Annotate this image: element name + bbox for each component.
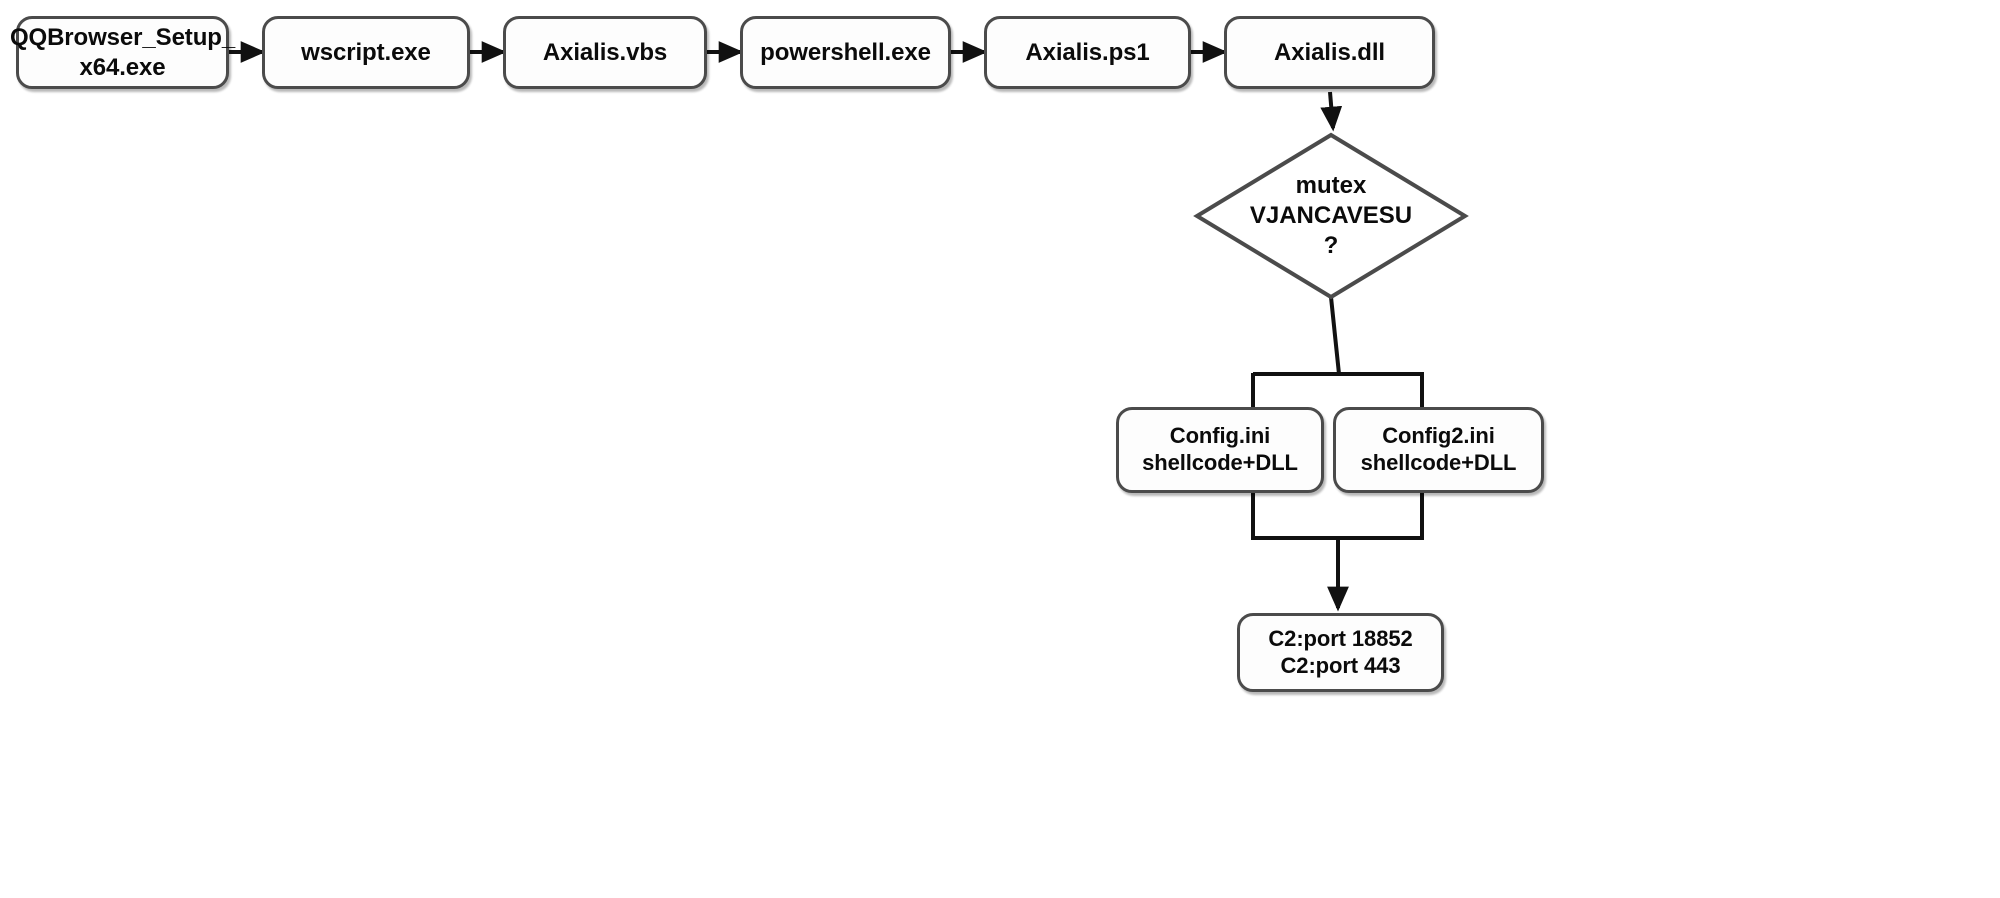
node-c2-ports[interactable]: C2:port 18852 C2:port 443 (1237, 613, 1444, 692)
node-axialis-vbs[interactable]: Axialis.vbs (503, 16, 707, 89)
node-label: wscript.exe (301, 38, 431, 66)
node-powershell-exe[interactable]: powershell.exe (740, 16, 951, 89)
node-axialis-dll[interactable]: Axialis.dll (1224, 16, 1435, 89)
node-label: Axialis.dll (1274, 38, 1385, 66)
node-config-ini[interactable]: Config.ini shellcode+DLL (1116, 407, 1324, 493)
node-label: Config.ini shellcode+DLL (1142, 423, 1298, 475)
node-label: powershell.exe (760, 38, 931, 66)
node-label: mutex VJANCAVESU ? (1249, 172, 1413, 259)
node-label: Axialis.vbs (542, 38, 668, 66)
node-label: Axialis.ps1 (1025, 38, 1150, 66)
node-label: C2:port 18852 C2:port 443 (1268, 625, 1413, 678)
edge-d1-split (1329, 296, 1341, 375)
node-qqbrowser-setup[interactable]: QQBrowser_Setup_ x64.exe (10, 16, 235, 89)
node-wscript-exe[interactable]: wscript.exe (262, 16, 470, 89)
node-config2-ini[interactable]: Config2.ini shellcode+DLL (1333, 407, 1544, 493)
node-mutex-decision[interactable]: mutex VJANCAVESU ? (1221, 168, 1441, 264)
edge-n6-d1 (1320, 91, 1343, 132)
node-label: Config2.ini shellcode+DLL (1360, 423, 1517, 475)
node-label: QQBrowser_Setup_ x64.exe (9, 24, 236, 81)
decision-diamond-shape (1193, 132, 1469, 300)
node-axialis-ps1[interactable]: Axialis.ps1 (984, 16, 1191, 89)
